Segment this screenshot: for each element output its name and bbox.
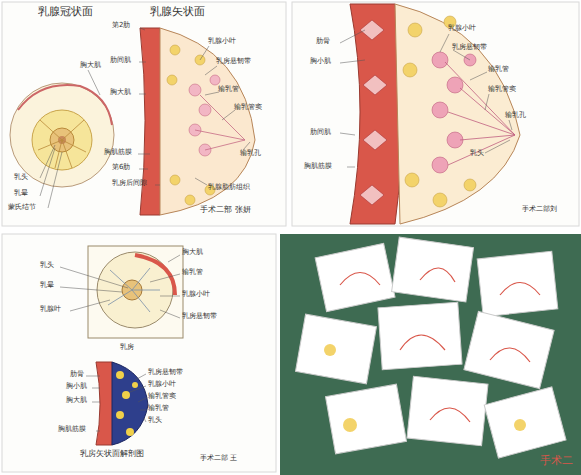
fat [167,45,215,205]
part-label: 胸小肌 [310,58,331,66]
part-label: 胸大肌 [110,89,131,97]
drawing-sheets [296,237,567,458]
part-label: 乳头 [148,417,162,425]
paper [2,234,276,472]
fat [116,371,138,436]
part-label: 输乳管 [182,269,203,277]
ducts [445,62,515,165]
part-label: 乳腺小叶 [182,291,210,299]
part-label: 乳头 [470,150,484,158]
part-label: 手术二部 王 [200,455,237,463]
part-label: 胸肌筋膜 [304,163,332,171]
part-label: 肋骨 [316,38,330,46]
part-label: 乳腺脂肪组织 [208,184,250,192]
part-label: 乳房矢状面解剖图 [80,450,144,459]
part-label: 肋间肌 [110,57,131,65]
breast-outline [395,4,520,224]
part-label: 输乳孔 [240,150,261,158]
breast-outline [112,362,148,445]
part-label: 乳腺冠状面 [38,6,93,18]
leader-lines [40,28,250,208]
part-label: 肋骨 [70,371,84,379]
ribs [360,20,387,205]
part-label: 手术二 [540,455,573,467]
leader-lines [340,30,512,167]
part-label: 第6肋 [112,164,130,172]
part-label: 肋间肌 [310,129,331,137]
chest-muscle [350,4,403,224]
ducts [108,268,160,312]
part-label: 手术二部刘 [522,206,557,214]
leader-lines [60,255,180,318]
part-label: 胸肌筋膜 [58,426,86,434]
part-label: 乳房悬韧带 [452,44,487,52]
lobules [432,52,476,173]
section-box [88,246,183,338]
part-label: 乳头 [40,262,54,270]
part-label: 胸小肌 [66,383,87,391]
part-label: 输乳管窦 [488,86,516,94]
part-label: 乳腺叶 [40,306,61,314]
part-label: 输乳孔 [505,112,526,120]
paper [292,2,579,226]
part-label: 胸肌筋膜 [104,149,132,157]
part-label: 胸大肌 [66,397,87,405]
part-label: 乳房后间隙 [112,180,147,188]
part-label: 胸大肌 [182,249,203,257]
leader-lines [86,374,146,431]
part-label: 乳房悬韧带 [148,369,183,377]
sheet-sketches [340,268,540,422]
part-label: 输乳管窦 [234,104,262,112]
breast-outline [10,83,114,187]
paper [2,2,286,226]
part-label: 输乳管窦 [148,393,176,401]
gland [32,110,92,170]
ducts [38,120,86,168]
part-label: 乳房悬韧带 [182,313,217,321]
part-label: 胸大肌 [80,62,101,70]
part-label: 乳晕 [14,190,28,198]
part-label: 乳腺小叶 [448,25,476,33]
part-label: 输乳管 [488,66,509,74]
lobules [189,75,220,156]
sheet-color [324,344,526,432]
part-label: 乳头 [14,174,28,182]
part-label: 乳晕 [40,282,54,290]
green-cloth [280,234,581,475]
part-label: 第2肋 [112,22,130,30]
part-label: 乳腺小叶 [208,38,236,46]
breast-outline [160,28,255,215]
part-label: 乳腺小叶 [148,381,176,389]
part-label: 乳房 [120,344,134,352]
part-label: 乳腺矢状面 [150,6,205,18]
part-label: 乳房悬韧带 [216,58,251,66]
part-label: 蒙氏结节 [8,204,36,212]
part-label: 手术二部 张妍 [200,206,251,215]
part-label: 输乳管 [148,405,169,413]
part-label: 输乳管 [218,86,239,94]
